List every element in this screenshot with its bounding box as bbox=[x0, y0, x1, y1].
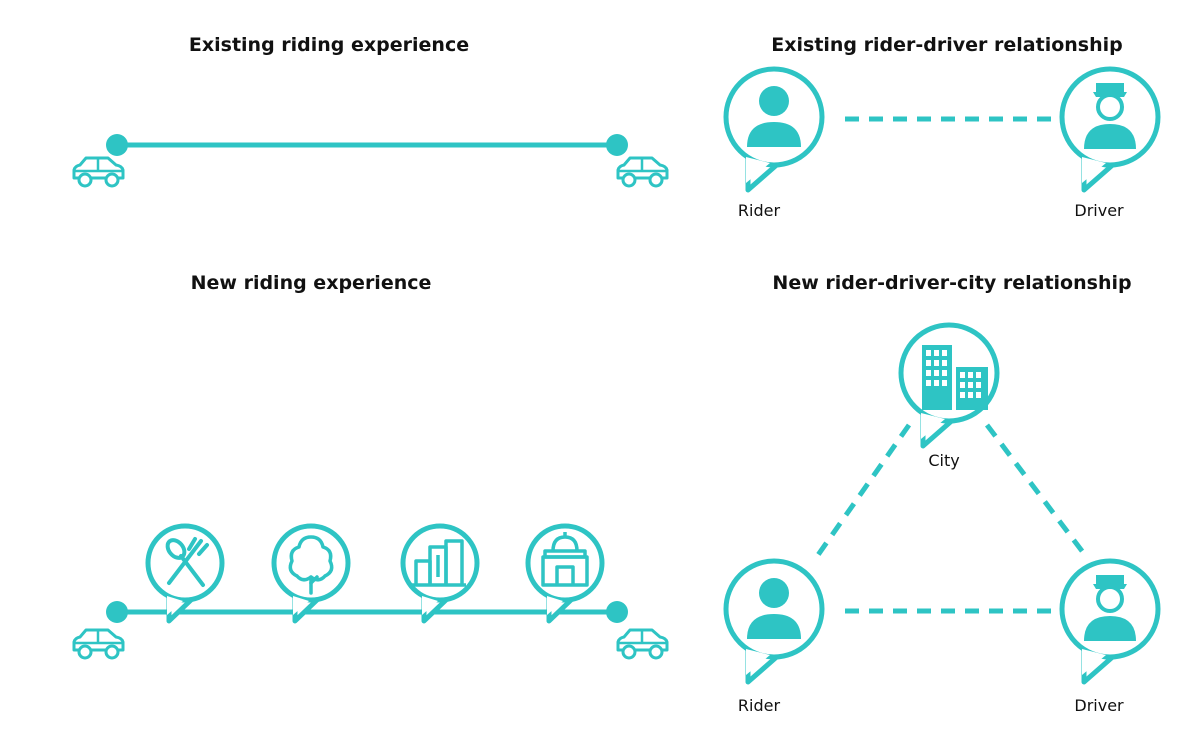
city-label: City bbox=[928, 451, 960, 470]
city-icon bbox=[901, 325, 997, 446]
car-icon bbox=[616, 156, 669, 188]
new-relationship-title: New rider-driver-city relationship bbox=[772, 272, 1132, 294]
rider-label-top: Rider bbox=[737, 201, 781, 220]
rider-icon bbox=[726, 561, 822, 682]
car-icon bbox=[72, 628, 125, 660]
car-icon bbox=[72, 156, 125, 188]
buildings-icon bbox=[403, 526, 477, 621]
driver-label-top: Driver bbox=[1074, 201, 1124, 220]
new-riding-title: New riding experience bbox=[190, 272, 432, 294]
existing-riding-title: Existing riding experience bbox=[188, 34, 470, 56]
driver-icon bbox=[1062, 69, 1158, 190]
monument-icon bbox=[528, 526, 602, 621]
fork-knife-icon bbox=[148, 526, 222, 621]
existing-riding-route bbox=[72, 134, 669, 188]
driver-icon bbox=[1062, 561, 1158, 682]
car-icon bbox=[616, 628, 669, 660]
existing-relationship-diagram bbox=[726, 69, 1158, 190]
new-riding-route bbox=[72, 526, 669, 660]
rider-label-bottom: Rider bbox=[737, 696, 781, 715]
rider-icon bbox=[726, 69, 822, 190]
tree-icon bbox=[274, 526, 348, 621]
existing-relationship-title: Existing rider-driver relationship bbox=[771, 34, 1123, 56]
driver-label-bottom: Driver bbox=[1074, 696, 1124, 715]
new-relationship-diagram bbox=[726, 325, 1158, 682]
